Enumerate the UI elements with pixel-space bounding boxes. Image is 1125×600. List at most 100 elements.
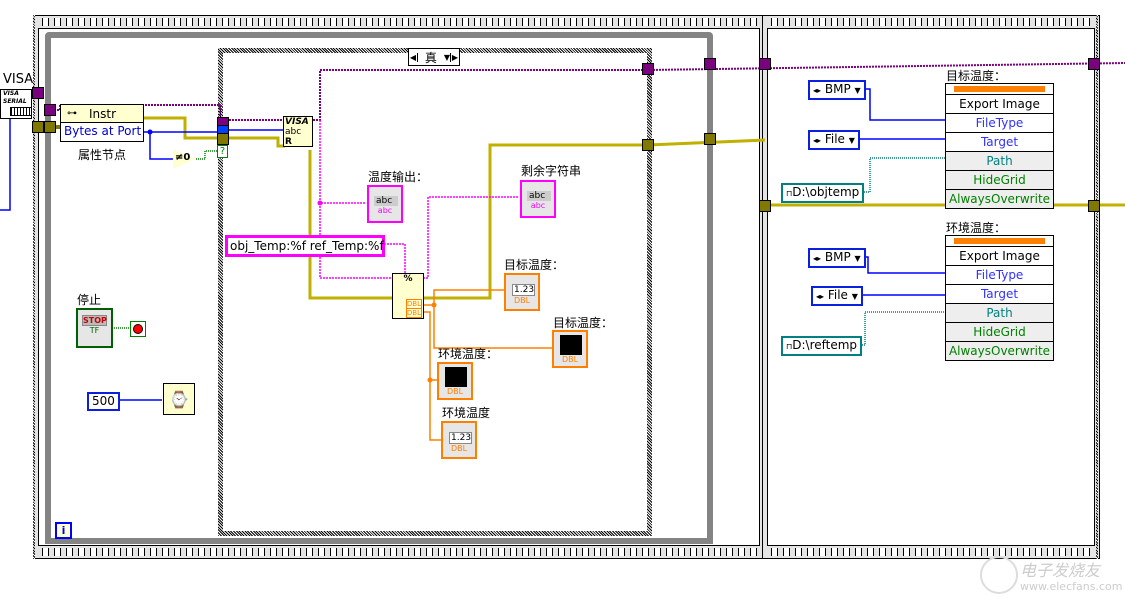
watermark-logo-icon bbox=[980, 556, 1018, 594]
error-wire bbox=[308, 150, 393, 300]
string-wire bbox=[319, 120, 366, 204]
chevron-down-icon: ▼ bbox=[851, 292, 858, 301]
wait-ms-constant[interactable]: 500 bbox=[87, 392, 120, 411]
param-path[interactable]: Path bbox=[946, 151, 1053, 170]
numeric-wire bbox=[862, 88, 945, 121]
param-target[interactable]: Target bbox=[946, 132, 1053, 151]
loop-visa-tunnel bbox=[704, 58, 716, 70]
target-constant-1[interactable]: ◂▸ File ▼ bbox=[808, 130, 860, 150]
param-filetype[interactable]: FileType bbox=[946, 113, 1053, 132]
target-temp-chart-indicator[interactable]: DBL bbox=[552, 330, 588, 368]
param-filetype[interactable]: FileType bbox=[946, 265, 1053, 284]
sequence-left-edge bbox=[33, 15, 35, 559]
target-temp-chart-label: 目标温度： bbox=[553, 316, 614, 330]
dbl-wire bbox=[423, 311, 438, 381]
property-bytes-at-port[interactable]: Bytes at Port bbox=[64, 124, 142, 138]
decrement-case-arrow[interactable]: ◀ bbox=[409, 52, 418, 62]
error-out-tunnel bbox=[642, 139, 654, 151]
iteration-terminal: i bbox=[55, 522, 72, 539]
temp-output-label: 温度输出： bbox=[368, 170, 429, 184]
numeric-wire bbox=[149, 132, 173, 160]
sequence-right-edge bbox=[1096, 15, 1098, 559]
chevron-down-icon[interactable]: ▼ bbox=[443, 52, 450, 62]
dbl-wire bbox=[429, 380, 443, 441]
scan-output-dbl-2: DBL bbox=[405, 308, 422, 318]
visa-tunnel bbox=[32, 87, 44, 99]
seq-error-tunnel bbox=[759, 200, 771, 212]
enum-arrows-icon: ◂▸ bbox=[813, 136, 822, 145]
path-icon: ⊓ bbox=[786, 342, 793, 351]
format-string-constant[interactable]: obj_Temp:%f ref_Temp:%f bbox=[225, 235, 385, 257]
seq2-error-tunnel bbox=[1088, 200, 1100, 212]
numeric-wire bbox=[143, 128, 221, 133]
param-target[interactable]: Target bbox=[946, 284, 1053, 303]
string-wire bbox=[423, 196, 519, 279]
chart-icon bbox=[445, 367, 467, 387]
not-equal-zero-label: ≠0 bbox=[175, 152, 191, 163]
visa-resource-control[interactable]: VISA SERIAL bbox=[0, 89, 32, 119]
error-case-tunnel bbox=[217, 133, 229, 145]
visa-label: VISA bbox=[3, 72, 34, 87]
seq-visa-tunnel bbox=[759, 58, 771, 70]
error-tunnel bbox=[32, 121, 44, 133]
visa-resource-wire bbox=[0, 115, 11, 211]
watermark-url: www.elecfans.com bbox=[1020, 580, 1123, 593]
visa-out-tunnel bbox=[642, 63, 654, 75]
boolean-wire bbox=[196, 150, 218, 160]
export-image-node-2[interactable]: Export Image FileType Target Path HideGr… bbox=[945, 235, 1054, 361]
filetype-constant-1[interactable]: ◂▸ BMP ▼ bbox=[808, 80, 866, 100]
ambient-temp-numeric-indicator[interactable]: 1.23 DBL bbox=[441, 421, 477, 459]
case-selector[interactable]: ◀ 真 ▼ ▶ bbox=[408, 48, 460, 66]
remaining-string-label: 剩余字符串 bbox=[521, 164, 582, 178]
param-hidegrid[interactable]: HideGrid bbox=[946, 170, 1053, 189]
seq2-visa-tunnel bbox=[1088, 58, 1100, 70]
stop-label: 停止 bbox=[77, 293, 102, 307]
filetype-constant-2[interactable]: ◂▸ BMP ▼ bbox=[808, 248, 866, 268]
error-wire bbox=[143, 116, 285, 148]
param-path[interactable]: Path bbox=[946, 303, 1053, 322]
path-constant-2[interactable]: ⊓D:\reftemp bbox=[781, 336, 863, 356]
property-node[interactable]: ⊶ Instr Bytes at Port bbox=[60, 104, 144, 142]
enum-arrows-icon: ◂▸ bbox=[813, 86, 822, 95]
dbl-wire bbox=[433, 305, 553, 349]
numeric-wire bbox=[862, 256, 945, 274]
param-alwaysoverwrite[interactable]: AlwaysOverwrite bbox=[946, 189, 1053, 208]
stop-button-control[interactable]: STOP TF bbox=[76, 308, 113, 348]
increment-case-arrow[interactable]: ▶ bbox=[450, 52, 459, 62]
error-tunnel bbox=[44, 121, 56, 133]
wait-ms-node[interactable]: ⌚ bbox=[163, 383, 195, 415]
export-image-method: Export Image bbox=[946, 246, 1053, 265]
param-alwaysoverwrite[interactable]: AlwaysOverwrite bbox=[946, 341, 1053, 360]
key-icon: ⊶ bbox=[67, 108, 77, 119]
film-holes-top bbox=[38, 18, 760, 26]
string-wire bbox=[381, 243, 406, 278]
enum-arrows-icon: ◂▸ bbox=[816, 292, 825, 301]
ambient-temp-numeric-label: 环境温度 bbox=[442, 406, 491, 420]
target-temp-numeric-indicator[interactable]: 1.23 DBL bbox=[504, 273, 540, 311]
loop-condition-stop-icon[interactable] bbox=[130, 321, 146, 337]
not-equal-zero-node[interactable] bbox=[173, 149, 195, 169]
error-wire bbox=[423, 138, 766, 300]
param-hidegrid[interactable]: HideGrid bbox=[946, 322, 1053, 341]
watermark-cn: 电子发烧友 bbox=[1020, 561, 1101, 580]
path-constant-1[interactable]: ⊓D:\objtemp bbox=[781, 183, 865, 203]
film-holes-bottom bbox=[38, 548, 760, 556]
path-wire bbox=[862, 157, 945, 193]
visa-read-node[interactable]: VISA abc R bbox=[283, 116, 313, 147]
path-icon: ⊓ bbox=[786, 189, 793, 198]
scan-from-string-node[interactable]: % DBL DBL bbox=[392, 273, 424, 319]
path-wire bbox=[860, 311, 945, 346]
temp-output-indicator[interactable]: abc abc bbox=[367, 185, 403, 223]
target-constant-2[interactable]: ◂▸ File ▼ bbox=[811, 286, 863, 306]
loop-error-tunnel bbox=[704, 133, 716, 145]
case-selector-value: 真 bbox=[424, 50, 437, 65]
property-node-class: ⊶ Instr bbox=[61, 105, 143, 123]
visa-serial-icon: VISA SERIAL bbox=[3, 90, 27, 105]
enum-arrows-icon: ◂▸ bbox=[813, 254, 822, 263]
chart-icon bbox=[560, 335, 582, 355]
case-selector-terminal[interactable]: ? bbox=[217, 145, 228, 158]
ambient-temp-chart-indicator[interactable]: DBL bbox=[437, 362, 473, 400]
export-image-node-1[interactable]: Export Image FileType Target Path HideGr… bbox=[945, 83, 1054, 209]
while-loop[interactable] bbox=[45, 32, 713, 544]
remaining-string-indicator[interactable]: abc abc bbox=[520, 180, 556, 218]
